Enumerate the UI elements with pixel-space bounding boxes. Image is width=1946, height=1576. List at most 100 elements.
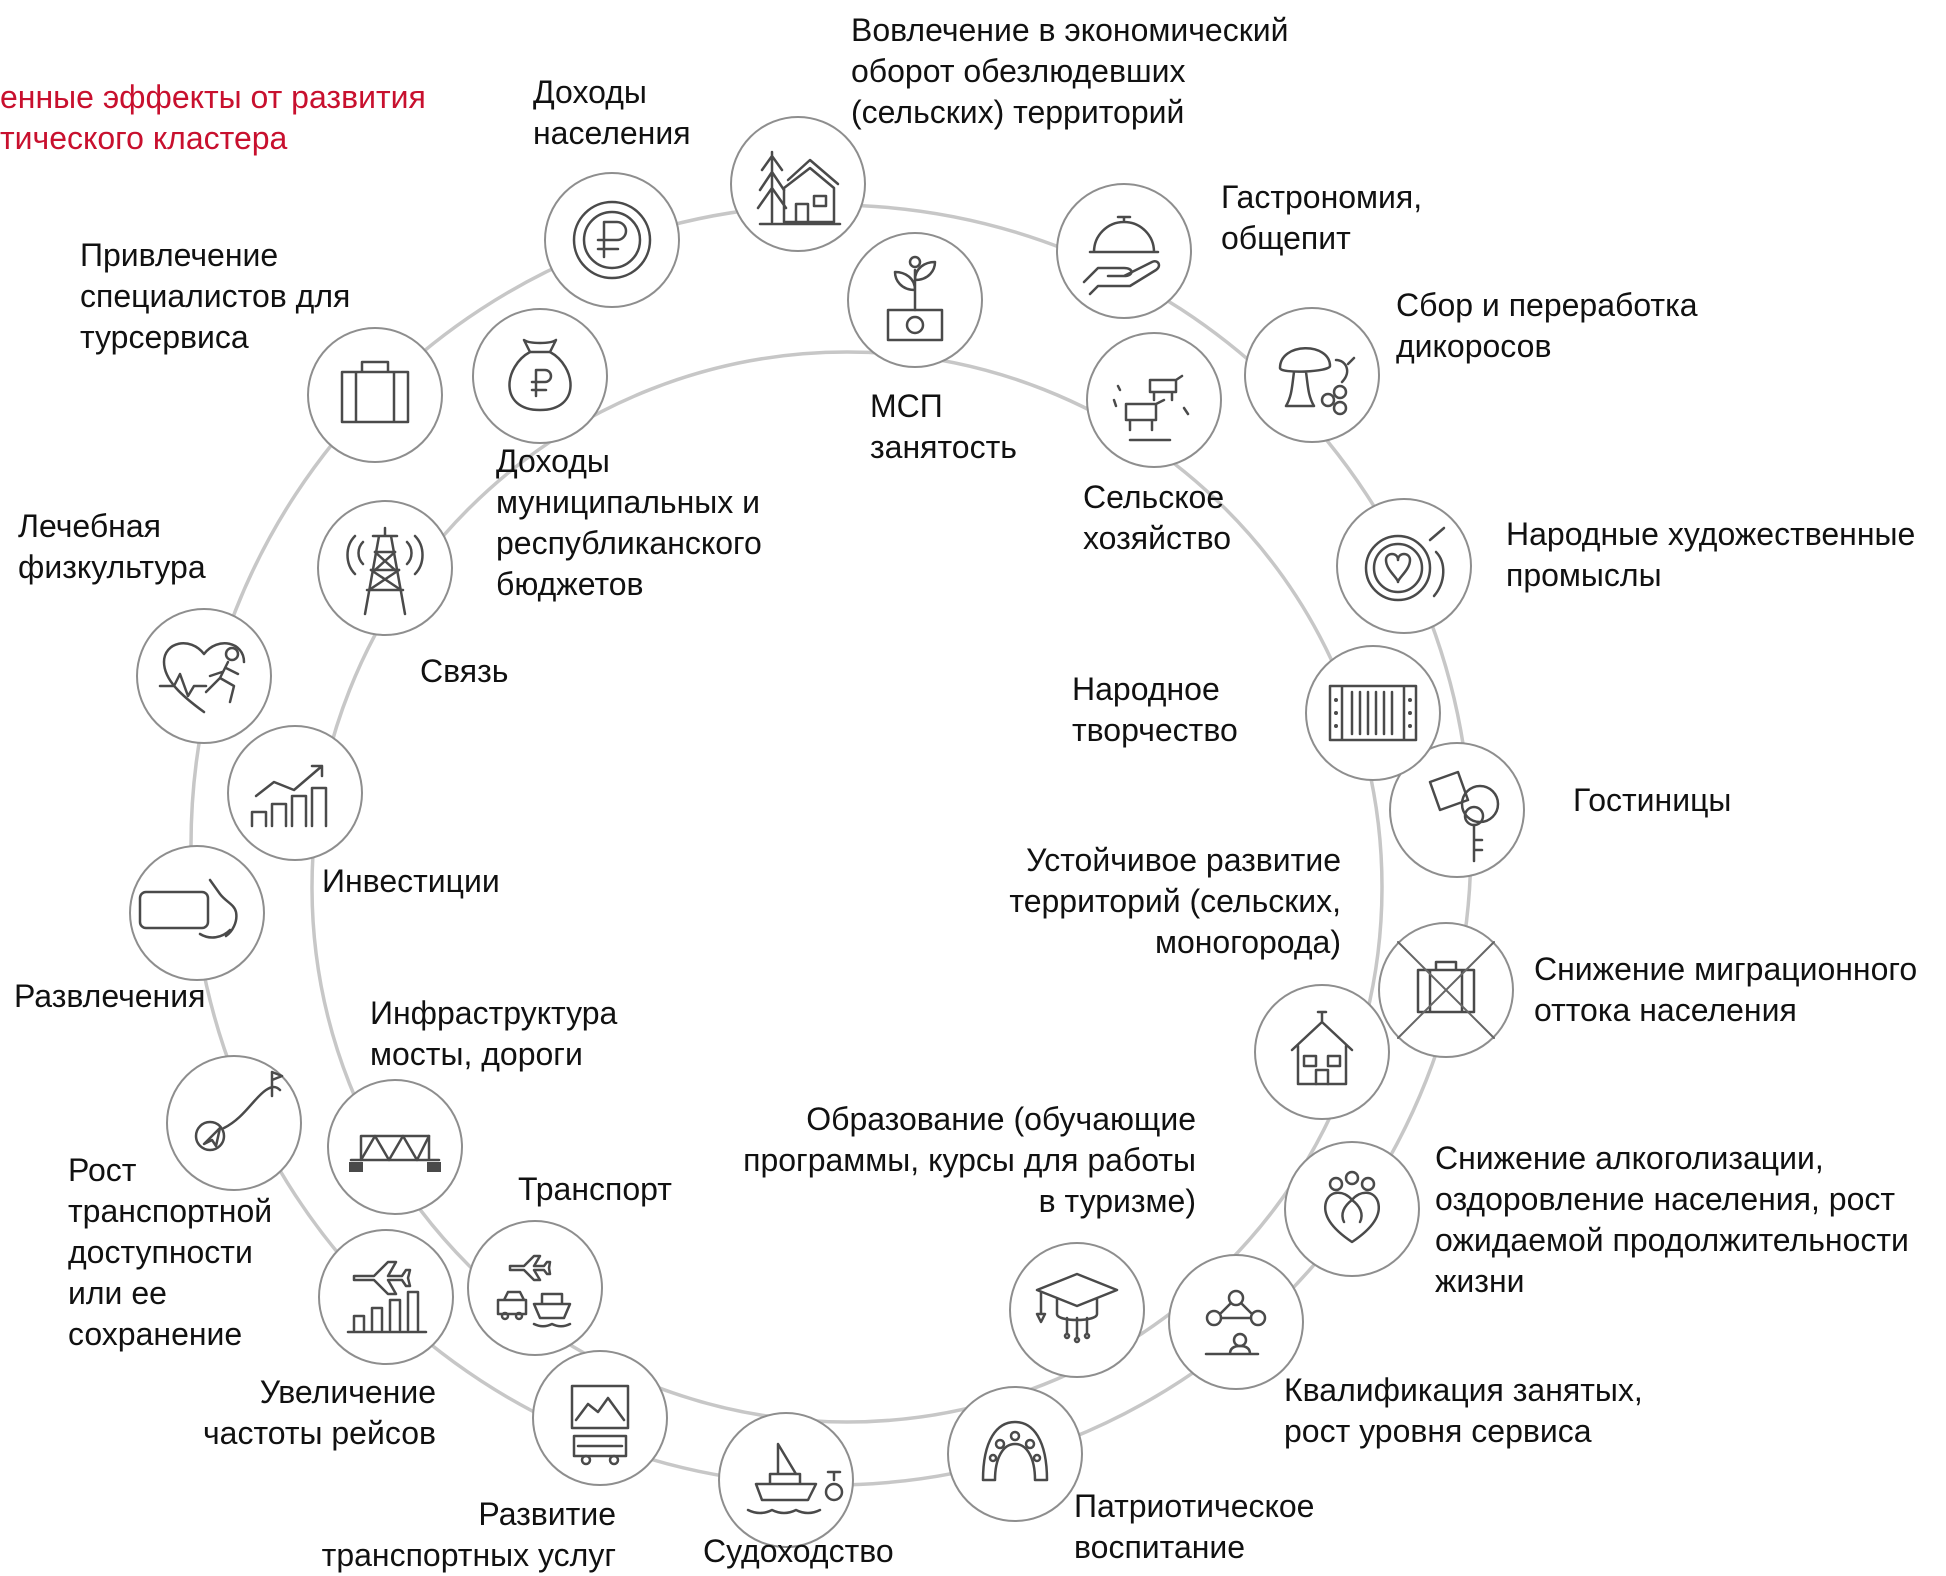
node-razvitie-transportnykh-uslug [532, 1350, 668, 1486]
label-line: доступности [68, 1234, 253, 1270]
label-line: творчество [1072, 712, 1238, 748]
label-sbor-dikorosov: Сбор и переработка дикоросов [1396, 285, 1698, 367]
label-line: Вовлечение в экономический [851, 12, 1289, 48]
label-line: хозяйство [1083, 520, 1232, 556]
ship-icon [746, 1442, 844, 1515]
label-line: или ее [68, 1275, 167, 1311]
label-line: Рост [68, 1152, 137, 1188]
plane-growth-chart-icon [346, 1260, 428, 1334]
node-lechebnaya-fizkultura [136, 608, 272, 744]
node-dohody-naseleniya [544, 172, 680, 308]
label-line: Снижение алкоголизации, [1435, 1140, 1824, 1176]
label-line: дикоросов [1396, 328, 1552, 364]
label-sudokhodstvo: Судоходство [703, 1531, 894, 1572]
label-gostinitsy: Гостиницы [1573, 780, 1731, 821]
label-line: муниципальных и [496, 484, 761, 520]
node-kvalifikatsiya [1168, 1254, 1304, 1390]
label-kvalifikatsiya: Квалификация занятых, рост уровня сервиса [1284, 1370, 1643, 1452]
label-line: Гостиницы [1573, 782, 1732, 818]
node-sbor-dikorosov [1244, 307, 1380, 443]
node-snizhenie-migratsii [1378, 922, 1514, 1058]
mushroom-berries-icon [1278, 347, 1356, 416]
label-line: промыслы [1506, 557, 1662, 593]
node-uvelichenie-chastoty [318, 1229, 454, 1365]
node-transport [467, 1220, 603, 1356]
people-heart-icon [1323, 1170, 1381, 1244]
node-obrazovanie [1009, 1242, 1145, 1378]
node-gastronomiya [1056, 183, 1192, 319]
label-line: енные эффекты от развития [0, 79, 426, 115]
hotel-key-icon [1428, 770, 1500, 863]
label-line: Образование (обучающие [806, 1101, 1196, 1137]
label-line: Лечебная [18, 508, 161, 544]
label-line: программы, курсы для работы [743, 1142, 1196, 1178]
label-dohody-naseleniya: Доходы населения [533, 72, 691, 154]
node-msp [847, 232, 983, 368]
label-line: оборот обезлюдевших [851, 53, 1186, 89]
node-selskoe-khozyaystvo [1086, 332, 1222, 468]
node-investitsii [227, 725, 363, 861]
town-house-icon [1290, 1010, 1354, 1086]
label-uvelichenie-chastoty: Увеличение частоты рейсов [178, 1372, 436, 1454]
training-network-icon [1204, 1289, 1267, 1356]
node-snizhenie-alkogolizatsii [1284, 1141, 1420, 1277]
label-narodnye-promysly: Народные художественные промыслы [1506, 514, 1915, 596]
label-investitsii: Инвестиции [322, 861, 500, 902]
label-line: Сбор и переработка [1396, 287, 1698, 323]
node-privlechenie-spetsialistov [307, 327, 443, 463]
label-line: Инфраструктура [370, 995, 618, 1031]
label-line: Развитие [478, 1496, 616, 1532]
label-razvitie-transportnykh-uslug: Развитие транспортных услуг [301, 1494, 616, 1576]
money-bag-ruble-icon [508, 338, 572, 412]
node-narodnye-promysly [1336, 498, 1472, 634]
label-line: Увеличение [259, 1374, 436, 1410]
label-line: Транспорт [518, 1171, 672, 1207]
label-line: транспортных услуг [321, 1537, 616, 1573]
label-line: транспортной [68, 1193, 273, 1229]
node-gostinitsy [1389, 742, 1525, 878]
node-sudokhodstvo [718, 1412, 854, 1548]
label-line: занятость [870, 429, 1017, 465]
diagram-title: енные эффекты от развития тического клас… [0, 77, 426, 159]
label-line: оттока населения [1534, 992, 1797, 1028]
label-line: рост уровня сервиса [1284, 1413, 1592, 1449]
village-house-icon [756, 150, 842, 226]
label-line: Народные художественные [1506, 516, 1916, 552]
transport-modes-icon [496, 1254, 572, 1328]
embroidery-hoop-icon [1364, 526, 1446, 602]
node-dokhody-byudzhetov [472, 308, 608, 444]
label-gastronomiya: Гастрономия,общепит [1221, 177, 1422, 259]
label-narodnoe-tvorchestvo: Народное творчество [1072, 669, 1238, 751]
node-ustoychivoe-razvitie [1254, 984, 1390, 1120]
accordion-icon [1328, 684, 1418, 742]
label-selskoe-khozyaystvo: Сельское хозяйство [1083, 477, 1231, 559]
label-line: жизни [1435, 1263, 1525, 1299]
label-line: Доходы [533, 74, 647, 110]
heart-runner-icon [158, 642, 246, 714]
label-line: Сельское [1083, 479, 1225, 515]
node-narodnoe-tvorchestvo [1305, 645, 1441, 781]
label-vovlechenie: Вовлечение в экономический оборот обезлюд… [851, 10, 1288, 133]
label-dokhody-byudzhetov: Доходы муниципальных и республиканского бюд… [496, 441, 762, 605]
farm-animals-icon [1112, 374, 1190, 442]
label-line: бюджетов [496, 566, 644, 602]
label-line: республиканского [496, 525, 762, 561]
node-razvlecheniya [129, 845, 265, 981]
label-line: населения [533, 115, 691, 151]
crossed-suitcase-icon [1397, 941, 1495, 1039]
label-line: Квалификация занятых, [1284, 1372, 1643, 1408]
label-line: Народное [1072, 671, 1220, 707]
label-line: Развлечения [14, 978, 206, 1014]
label-line: общепит [1221, 220, 1351, 256]
label-line: Доходы [496, 443, 610, 479]
label-line: специалистов для [80, 278, 351, 314]
label-line: частоты рейсов [202, 1415, 436, 1451]
